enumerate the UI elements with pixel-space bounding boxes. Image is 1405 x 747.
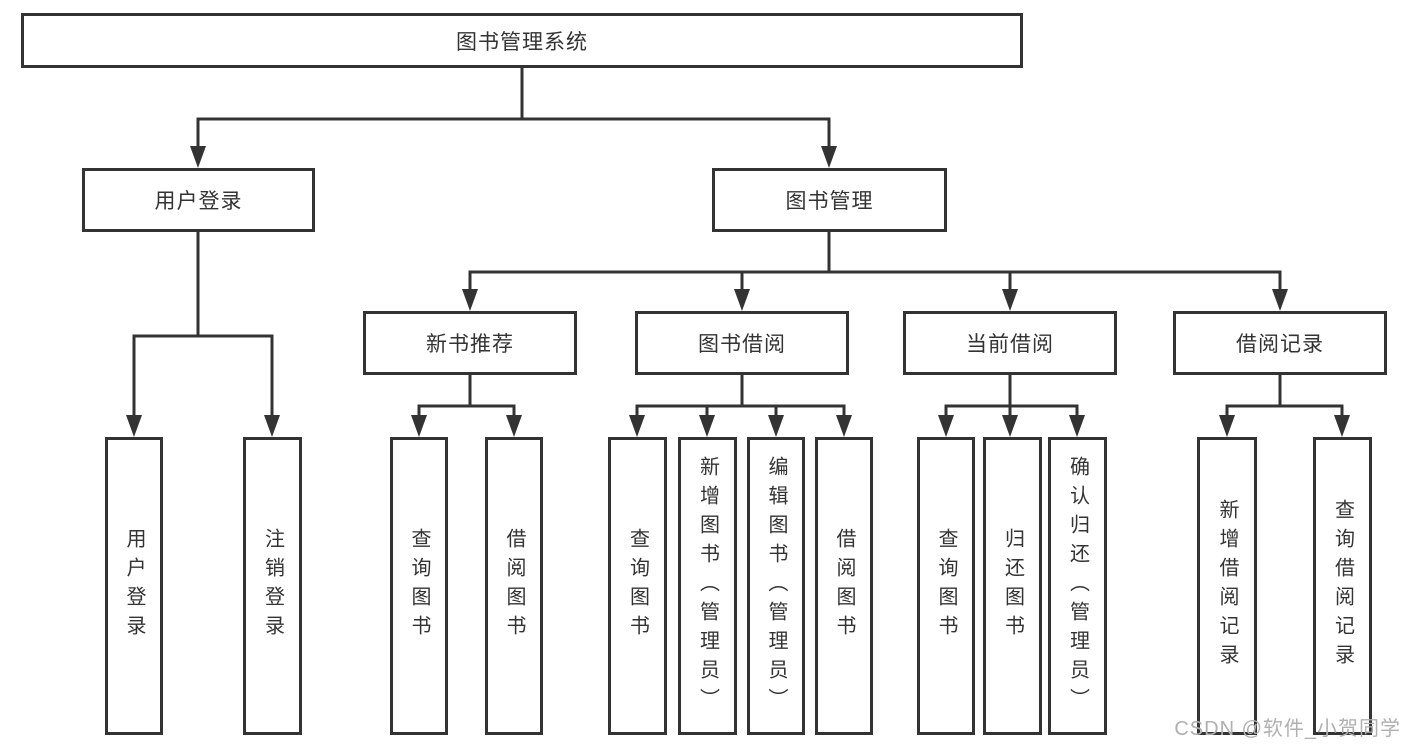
watermark: CSDN @软件_小贺同学 bbox=[1174, 718, 1401, 740]
node-borrow-records: 借阅记录 bbox=[1173, 311, 1387, 375]
node-book-management-label: 图书管理 bbox=[785, 190, 874, 213]
node-library-system: 图书管理系统 bbox=[21, 13, 1023, 68]
node-recommend-query-books: 查询图书 bbox=[390, 437, 448, 735]
node-current-borrow: 当前借阅 bbox=[903, 311, 1117, 375]
node-logout-action: 注销登录 bbox=[243, 437, 302, 735]
node-new-book-recommend: 新书推荐 bbox=[363, 311, 577, 375]
node-current-borrow-label: 当前借阅 bbox=[966, 333, 1054, 356]
node-add-borrow-record: 新增借阅记录 bbox=[1197, 437, 1257, 735]
node-edit-books-admin: 编辑图书（管理员） bbox=[747, 437, 805, 735]
node-add-books-admin: 新增图书（管理员） bbox=[678, 437, 737, 735]
node-borrow-query-books: 查询图书 bbox=[608, 437, 667, 735]
node-borrow-query-books-label: 查询图书 bbox=[626, 528, 649, 644]
node-book-borrow-label: 图书借阅 bbox=[698, 333, 786, 356]
node-return-books: 归还图书 bbox=[983, 437, 1042, 735]
node-add-borrow-record-label: 新增借阅记录 bbox=[1216, 499, 1238, 673]
node-edit-books-admin-label: 编辑图书（管理员） bbox=[765, 455, 787, 717]
node-library-system-label: 图书管理系统 bbox=[456, 30, 588, 54]
arrowheads bbox=[126, 146, 1350, 437]
node-query-borrow-record: 查询借阅记录 bbox=[1313, 437, 1372, 735]
node-current-query-books-label: 查询图书 bbox=[935, 528, 957, 644]
node-borrow-records-label: 借阅记录 bbox=[1236, 333, 1324, 356]
node-login-action: 用户登录 bbox=[105, 437, 163, 735]
node-new-book-recommend-label: 新书推荐 bbox=[426, 333, 514, 356]
node-logout-action-label: 注销登录 bbox=[261, 528, 284, 644]
node-confirm-return-admin-label: 确认归还（管理员） bbox=[1066, 455, 1089, 717]
node-query-borrow-record-label: 查询借阅记录 bbox=[1331, 499, 1354, 673]
node-borrow-books-action: 借阅图书 bbox=[815, 437, 873, 735]
node-recommend-borrow-books-label: 借阅图书 bbox=[503, 528, 525, 644]
node-user-login-label: 用户登录 bbox=[154, 190, 243, 213]
node-confirm-return-admin: 确认归还（管理员） bbox=[1048, 437, 1107, 735]
node-recommend-borrow-books: 借阅图书 bbox=[485, 437, 543, 735]
node-user-login: 用户登录 bbox=[82, 168, 315, 232]
node-current-query-books: 查询图书 bbox=[917, 437, 975, 735]
node-add-books-admin-label: 新增图书（管理员） bbox=[696, 455, 719, 717]
node-borrow-books-action-label: 借阅图书 bbox=[833, 528, 855, 644]
node-recommend-query-books-label: 查询图书 bbox=[408, 528, 430, 644]
node-book-borrow: 图书借阅 bbox=[635, 311, 849, 375]
node-book-management: 图书管理 bbox=[712, 168, 947, 232]
node-login-action-label: 用户登录 bbox=[123, 528, 145, 644]
node-return-books-label: 归还图书 bbox=[1001, 528, 1024, 644]
